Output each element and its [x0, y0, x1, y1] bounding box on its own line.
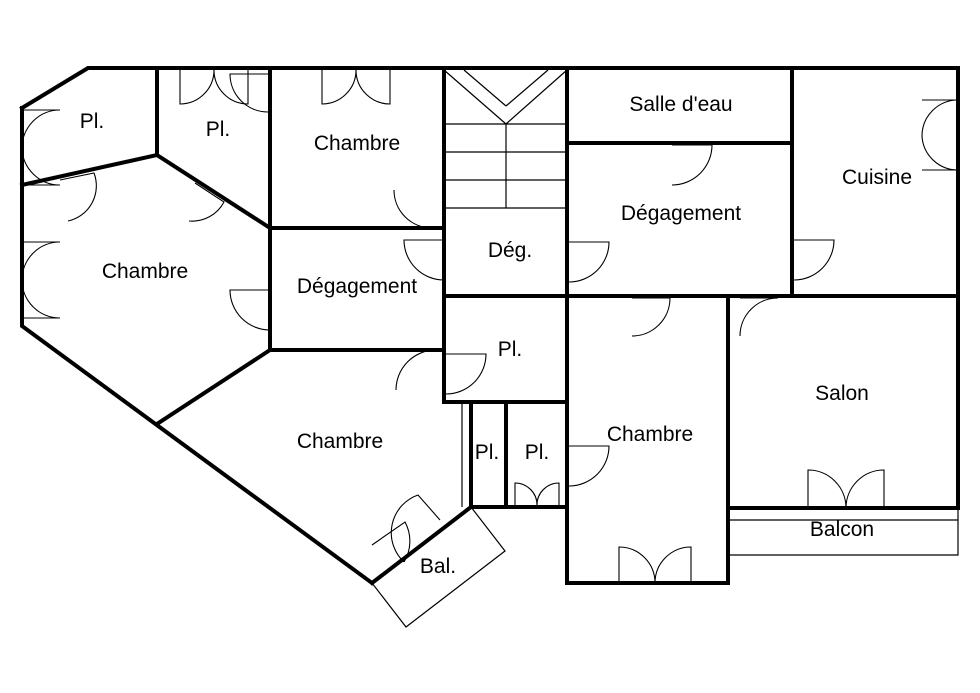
doors: [21, 69, 959, 584]
room-label-chambre-left: Chambre: [102, 260, 188, 283]
room-label-salle-deau: Salle d'eau: [629, 93, 732, 116]
thin-lines: [371, 207, 959, 628]
room-label-deg-small: Dég.: [488, 239, 532, 262]
room-label-degagement-right: Dégagement: [621, 202, 741, 225]
interior-walls: [19, 66, 960, 510]
room-label-pl-top: Pl.: [206, 118, 231, 141]
room-labels: Pl. Pl. Chambre Salle d'eau Cuisine Cham…: [80, 93, 912, 578]
room-label-cuisine: Cuisine: [842, 166, 912, 189]
room-label-pl-center: Pl.: [498, 338, 523, 361]
room-label-chambre-top: Chambre: [314, 132, 400, 155]
room-label-bal: Bal.: [420, 555, 456, 578]
room-label-balcon: Balcon: [810, 518, 874, 541]
room-label-salon: Salon: [815, 382, 869, 405]
room-label-chambre-right: Chambre: [607, 423, 693, 446]
room-label-pl-top-left: Pl.: [80, 110, 105, 133]
room-label-chambre-bottom: Chambre: [297, 430, 383, 453]
room-label-pl-small-b: Pl.: [525, 441, 550, 464]
room-label-pl-small-a: Pl.: [475, 441, 500, 464]
room-label-degagement-center: Dégagement: [297, 275, 417, 298]
staircase: [443, 69, 568, 208]
